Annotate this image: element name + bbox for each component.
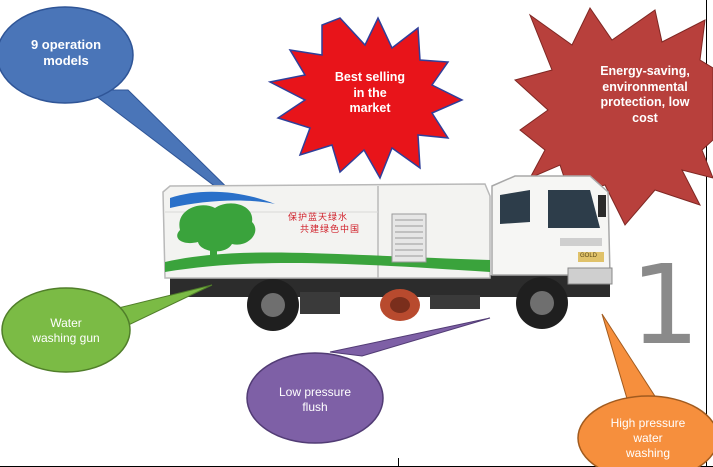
frame-line-right [706, 0, 707, 467]
low-pressure-label: Low pressure flush [278, 385, 352, 414]
best-selling-starburst [267, 16, 464, 180]
operation-models-label: 9 operation models [30, 37, 102, 69]
truck-slogan-line2: 共建绿色中国 [300, 225, 361, 235]
energy-saving-label: Energy-saving, environmental protection,… [600, 64, 690, 125]
high-pressure-callout [577, 395, 713, 467]
street-sweeper-truck [162, 175, 613, 331]
low-pressure-callout-tail [329, 317, 491, 357]
water-gun-label: Water washing gun [32, 316, 100, 345]
cab-badge: GOLD [580, 253, 598, 259]
best-selling-label: Best selling in the market [334, 70, 406, 116]
energy-saving-starburst [513, 7, 713, 226]
truck-slogan-line1: 保护蓝天绿水 [288, 213, 349, 223]
water-gun-callout [1, 287, 131, 373]
high-pressure-callout-tail [601, 313, 661, 405]
big-numeral: 1 [630, 241, 700, 369]
low-pressure-callout [246, 352, 384, 444]
operation-models-callout [0, 6, 134, 104]
high-pressure-label: High pressure water washing [610, 416, 686, 460]
frame-tick-bottom [398, 458, 399, 467]
